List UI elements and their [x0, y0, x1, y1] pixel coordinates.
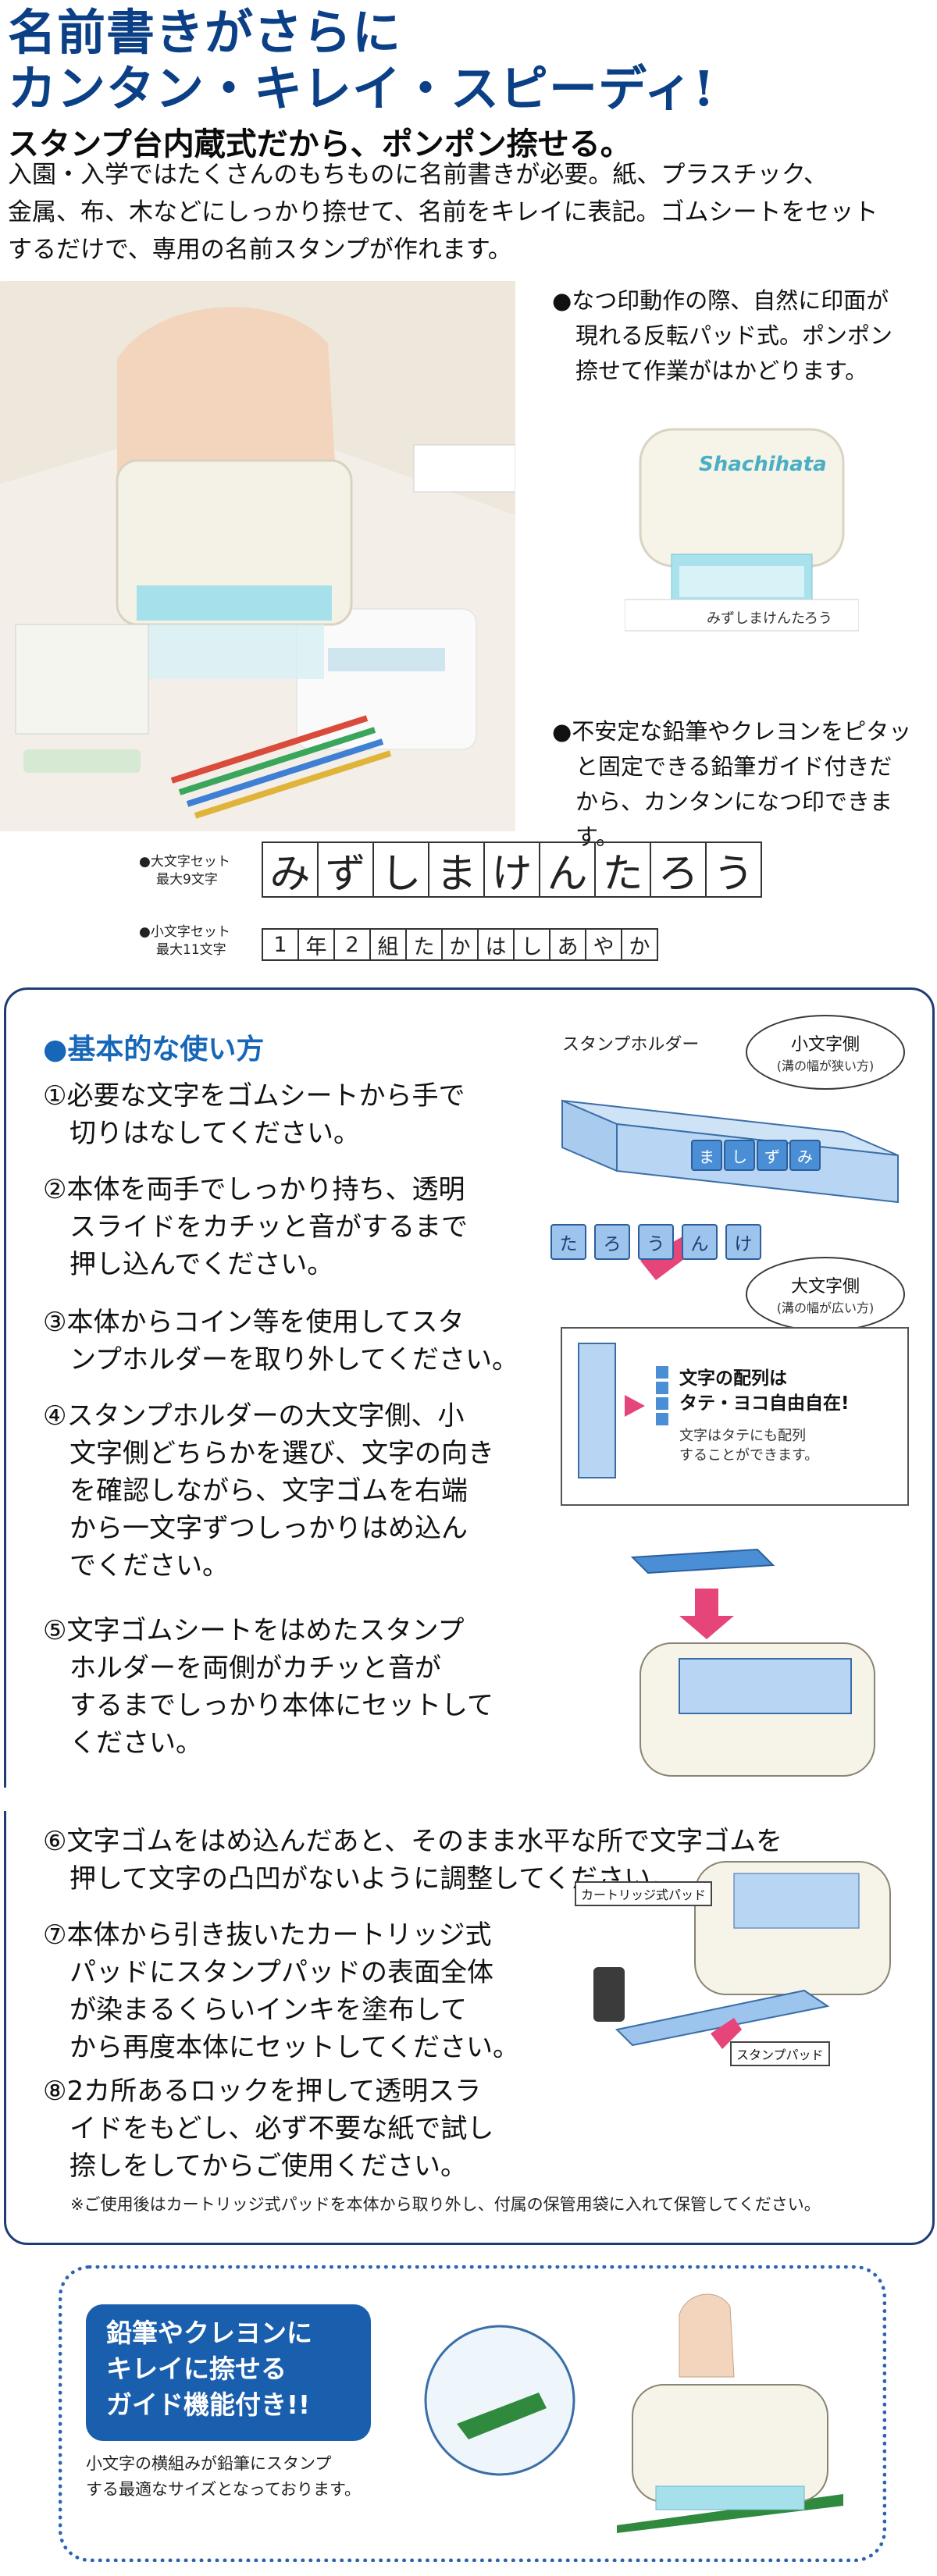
holder-char-block: ず — [757, 1140, 788, 1171]
holder-char-block: ま — [691, 1140, 722, 1171]
large-char-cell: ん — [540, 843, 596, 898]
loose-char-block: け — [725, 1224, 761, 1260]
usage-footnote: ※ご使用後はカートリッジ式パッドを本体から取り外し、付属の保管用袋に入れて保管し… — [70, 2195, 821, 2214]
small-side-bubble: 小文字側 (溝の幅が狭い方) — [746, 1015, 905, 1090]
headline-line2: カンタン・キレイ・スピーディ! — [8, 60, 715, 117]
large-side-bubble: 大文字側 (溝の幅が広い方) — [746, 1257, 905, 1332]
cartridge-diagram: カートリッジ式パッド スタンプパッド — [570, 1850, 906, 2076]
large-char-cell: ず — [319, 843, 374, 898]
usage-step-8: ⑧2カ所あるロックを押して透明スラ イドをもどし、必ず不要な紙で試し 捺しをして… — [43, 2076, 494, 2182]
product-photo-illustration — [0, 281, 515, 831]
small-char-cell: し — [515, 930, 550, 959]
arrangement-note: 文字はタテにも配列することができます。 — [679, 1428, 819, 1464]
large-char-cell: し — [374, 843, 429, 898]
stamp-product-image: Shachihata みずしまけんたろう — [624, 406, 860, 640]
vertical-chars — [656, 1366, 668, 1425]
small-set-label: ●小文字セット最大11文字 — [139, 924, 230, 958]
small-char-cell: た — [407, 930, 443, 959]
holder-insertion-diagram — [617, 1542, 898, 1799]
feature-pencil-guide: ●不安定な鉛筆やクレヨンをピタッと固定できる鉛筆ガイド付きだから、カンタンになつ… — [552, 718, 912, 850]
loose-char-block: た — [550, 1224, 586, 1260]
stamp-sample-text: みずしまけんたろう — [707, 610, 832, 627]
arrangement-title: 文字の配列はタテ・ヨコ自由自在! — [679, 1368, 850, 1414]
large-char-cell: ま — [429, 843, 485, 898]
small-char-cell: あ — [550, 930, 586, 959]
loose-char-block: ん — [682, 1224, 718, 1260]
holder-char-block: し — [724, 1140, 755, 1171]
holder-diagram: ましずみ たろうんけ — [547, 1085, 914, 1311]
usage-step-2: ②本体を両手でしっかり持ち、透明 スライドをカチッと音がするまで 押し込んでくだ… — [43, 1174, 468, 1280]
small-char-cell: 年 — [299, 930, 335, 959]
guide-banner: 鉛筆やクレヨンにキレイに捺せるガイド機能付き!! — [86, 2304, 371, 2441]
cartridge-label: カートリッジ式パッド — [575, 1881, 713, 1906]
large-char-cell: ろ — [651, 843, 707, 898]
holder-label: スタンプホルダー — [562, 1035, 700, 1055]
brand-logo: Shachihata — [699, 453, 827, 476]
large-char-cell: け — [485, 843, 540, 898]
usage-step-3: ③本体からコイン等を使用してスタ ンプホルダーを取り外してください。 — [43, 1307, 518, 1375]
holder-chars: ましずみ — [691, 1140, 821, 1171]
arrow-icon — [625, 1395, 645, 1417]
usage-panel — [4, 987, 935, 2245]
large-char-cell: み — [263, 843, 319, 898]
small-char-cell: か — [443, 930, 479, 959]
small-char-cell: や — [586, 930, 622, 959]
guide-drawing — [424, 2293, 843, 2533]
stamp-illustration — [624, 428, 860, 632]
large-set-label: ●大文字セット最大9文字 — [139, 854, 230, 888]
loose-chars: たろうんけ — [550, 1224, 761, 1260]
usage-step-1: ①必要な文字をゴムシートから手で 切りはなしてください。 — [43, 1080, 465, 1149]
guide-note: 小文字の横組みが鉛筆にスタンプする最適なサイズとなっております。 — [86, 2454, 361, 2499]
headline-line1: 名前書きがさらに — [8, 4, 402, 61]
usage-step-5: ⑤文字ゴムシートをはめたスタンプ ホルダーを両側がカチッと音が するまでしっかり… — [43, 1615, 493, 1759]
cartridge-illustration — [593, 1861, 891, 2049]
usage-step-7: ⑦本体から引き抜いたカートリッジ式 パッドにスタンプパッドの表面全体 が染まるく… — [43, 1920, 519, 2063]
loose-char-block: う — [638, 1224, 674, 1260]
feature-reverse-pad: ●なつ印動作の際、自然に印面が現れる反転パッド式。ポンポン捺せて作業がはかどりま… — [552, 287, 893, 384]
small-char-cell: 1 — [263, 930, 299, 959]
product-photo — [0, 281, 515, 831]
guide-illustration — [422, 2283, 859, 2541]
large-char-cell: う — [713, 850, 754, 898]
insertion-illustration — [630, 1548, 875, 1777]
intro-text: 入園・入学ではたくさんのもちものに名前書きが必要。紙、プラスチック、金属、布、木… — [8, 161, 878, 264]
pad-label: スタンプパッド — [730, 2041, 830, 2066]
panel-gap — [0, 1788, 11, 1811]
holder-char-block: み — [789, 1140, 821, 1171]
arrangement-box: 文字の配列はタテ・ヨコ自由自在! 文字はタテにも配列することができます。 — [561, 1327, 909, 1506]
usage-step-4: ④スタンプホルダーの大文字側、小 文字側どちらかを選び、文字の向き を確認しなが… — [43, 1400, 494, 1582]
vertical-holder — [578, 1343, 616, 1478]
usage-heading: ●基本的な使い方 — [43, 1034, 265, 1066]
guide-panel — [59, 2265, 886, 2562]
small-char-cell: か — [629, 934, 650, 959]
subheadline: スタンプ台内蔵式だから、ポンポン捺せる。 — [8, 126, 632, 162]
large-char-cell: た — [596, 843, 651, 898]
small-char-cell: は — [479, 930, 515, 959]
small-char-cell: 2 — [335, 930, 371, 959]
large-set-sample: みずしまけんたろう — [262, 841, 762, 898]
loose-char-block: ろ — [594, 1224, 630, 1260]
small-char-cell: 組 — [371, 930, 407, 959]
